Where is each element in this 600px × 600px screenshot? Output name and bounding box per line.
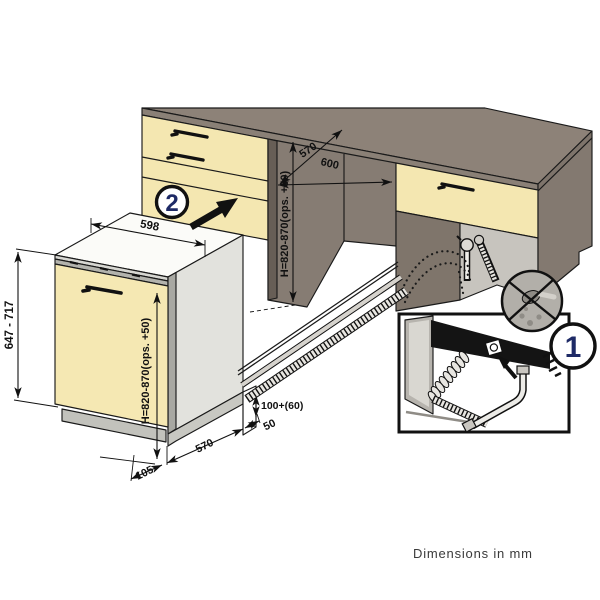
drawer-handle <box>170 129 209 139</box>
dw-rear-gap-depth-label: 50 <box>262 417 278 433</box>
drawer-divider-line <box>141 156 269 182</box>
dishwasher-plinth <box>61 408 167 443</box>
niche-dimensions: 570 600 H=820-870(ops. +50) <box>249 129 393 313</box>
units-note: Dimensions in mm <box>413 546 533 561</box>
cross-out-icon <box>507 279 556 321</box>
door-handle <box>81 285 123 295</box>
supply-pipe <box>473 234 500 283</box>
drawer-divider-line <box>141 176 269 202</box>
dw-rear-gap-height-label: 100+(60) <box>261 400 303 412</box>
dishwasher <box>54 212 257 447</box>
dw-width-label: 598 <box>139 218 161 233</box>
niche-left-edge <box>267 138 278 301</box>
step-2-number: 2 <box>165 190 178 217</box>
coiled-drain-hose <box>427 351 470 403</box>
dishwasher-side-front-strip <box>167 271 177 435</box>
inlet-hose <box>240 274 403 388</box>
drawer-handle <box>166 152 205 162</box>
connect-arrow <box>497 355 518 380</box>
inset-cabinet-face <box>409 320 429 407</box>
dw-height-label: H=820-870(ops. +50) <box>140 317 152 424</box>
step-1-callout: 1 <box>549 322 597 370</box>
motion-dashes <box>542 351 562 378</box>
step-1-circle <box>549 322 597 370</box>
dw-base-depth-label: 570 <box>194 437 216 456</box>
control-buttons <box>69 260 141 278</box>
dw-door-height-label: 647 - 717 <box>4 301 16 350</box>
drawer-handle <box>437 182 475 192</box>
water-drops-icon <box>519 307 542 326</box>
dw-front-offset-label: 105 <box>134 464 156 483</box>
no-drip-magnifier <box>500 269 564 333</box>
hoses <box>237 261 409 403</box>
step-1-number: 1 <box>565 331 582 364</box>
dishwasher-dimensions: 598 647 - 717 H=820-870(ops. +50) 105 57… <box>4 218 303 483</box>
niche-height-label: H=820-870(ops. +50) <box>279 170 291 277</box>
step-2-circle <box>154 184 190 220</box>
insert-direction-arrow <box>189 198 238 231</box>
hose-routing-dots <box>400 250 473 304</box>
power-cable <box>237 261 399 376</box>
inlet-connector <box>484 338 504 357</box>
inlet-hose-elbow <box>461 365 530 433</box>
dishwasher-door <box>54 263 169 428</box>
drain-hose <box>244 287 409 403</box>
niche-width-label: 600 <box>319 156 340 172</box>
step-2-callout: 2 <box>154 184 238 231</box>
detail-inset: 1 <box>397 269 597 434</box>
